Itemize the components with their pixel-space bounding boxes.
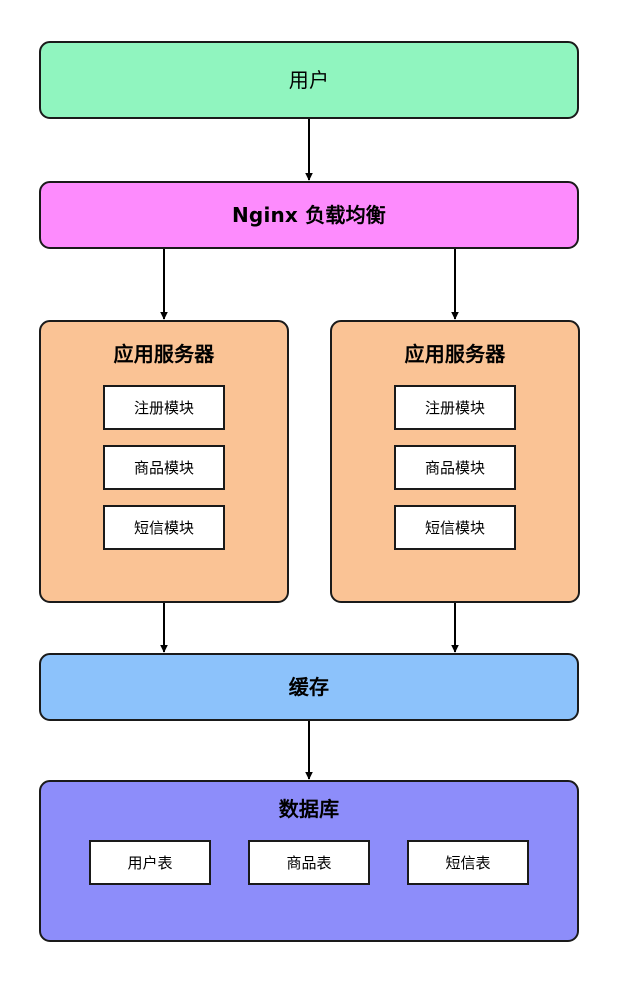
node-database-label: 数据库 [278,797,340,821]
node-user-label: 用户 [288,68,330,92]
node-app-server-left[interactable]: 应用服务器 注册模块 商品模块 短信模块 [39,320,289,603]
module-sms-right-label: 短信模块 [424,519,485,537]
db-table-sms[interactable]: 短信表 [407,840,529,885]
node-nginx-label: Nginx 负载均衡 [231,203,386,227]
module-sms-right[interactable]: 短信模块 [394,505,516,550]
database-table-row: 用户表 商品表 短信表 [41,840,577,885]
node-cache-label: 缓存 [288,675,330,699]
db-table-users[interactable]: 用户表 [89,840,211,885]
db-table-products-label: 商品表 [286,854,332,872]
module-sms-left-label: 短信模块 [133,519,194,537]
module-product-left-label: 商品模块 [133,459,194,477]
db-table-users-label: 用户表 [127,854,173,872]
module-product-left[interactable]: 商品模块 [103,445,225,490]
node-app-server-left-label: 应用服务器 [113,342,215,366]
node-nginx-load-balancer[interactable]: Nginx 负载均衡 [39,181,579,249]
module-register-right-label: 注册模块 [424,399,485,417]
module-stack-left: 注册模块 商品模块 短信模块 [41,385,287,550]
module-product-right-label: 商品模块 [424,459,485,477]
node-database[interactable]: 数据库 用户表 商品表 短信表 [39,780,579,942]
node-user[interactable]: 用户 [39,41,579,119]
module-stack-right: 注册模块 商品模块 短信模块 [332,385,578,550]
node-cache[interactable]: 缓存 [39,653,579,721]
node-app-server-right[interactable]: 应用服务器 注册模块 商品模块 短信模块 [330,320,580,603]
db-table-sms-label: 短信表 [445,854,491,872]
module-register-left[interactable]: 注册模块 [103,385,225,430]
module-register-left-label: 注册模块 [133,399,194,417]
module-register-right[interactable]: 注册模块 [394,385,516,430]
db-table-products[interactable]: 商品表 [248,840,370,885]
module-sms-left[interactable]: 短信模块 [103,505,225,550]
module-product-right[interactable]: 商品模块 [394,445,516,490]
node-app-server-right-label: 应用服务器 [404,342,506,366]
